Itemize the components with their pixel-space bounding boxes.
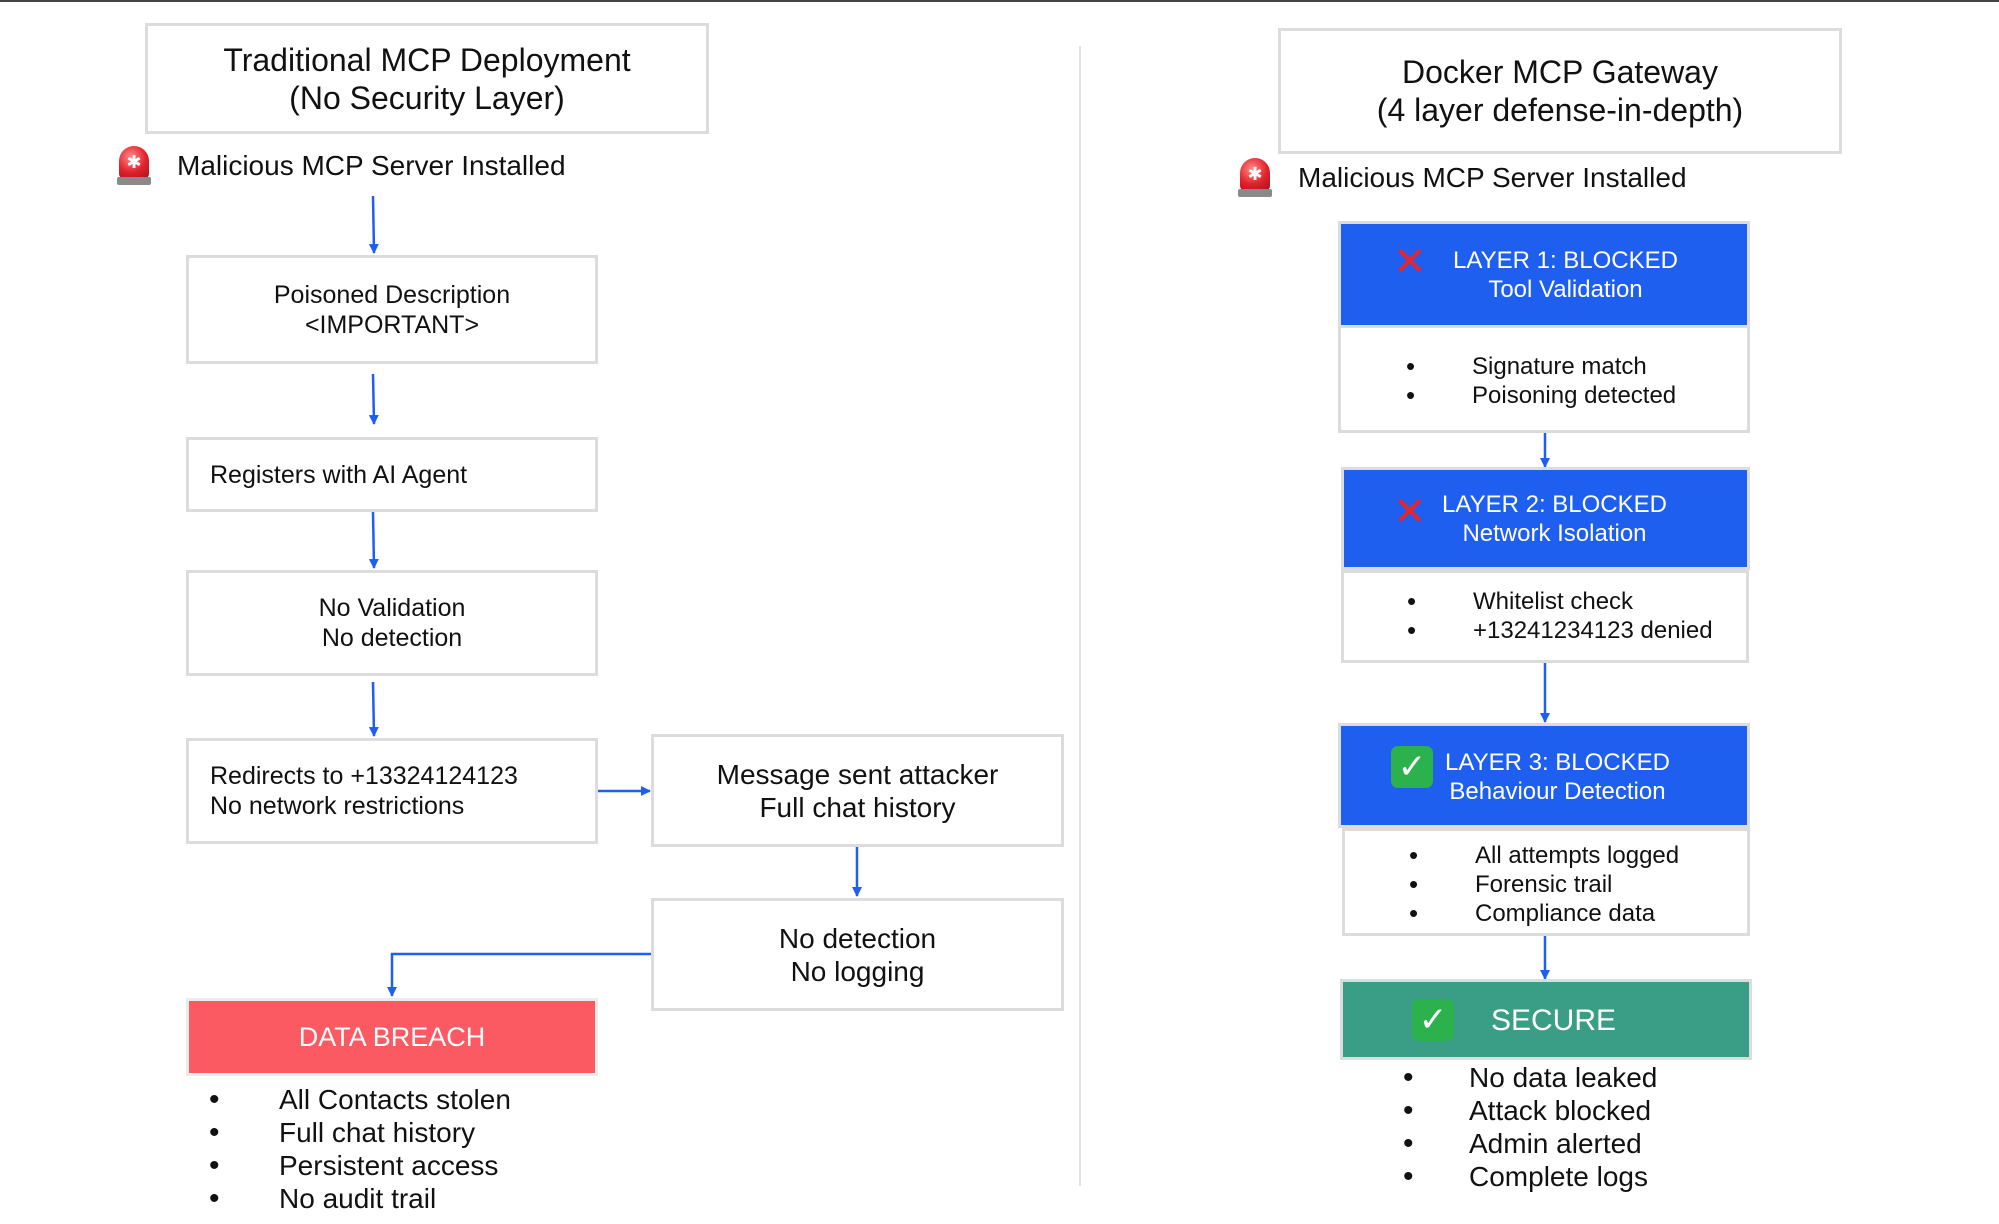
list-item: Admin alerted bbox=[1403, 1127, 1657, 1160]
list-item: Persistent access bbox=[209, 1149, 511, 1182]
arrow-alert-to-step1 bbox=[368, 195, 379, 254]
list-item: Whitelist check bbox=[1407, 587, 1713, 616]
check-icon: ✓ bbox=[1391, 746, 1433, 788]
top-rule bbox=[0, 0, 1999, 2]
right-title-line1: Docker MCP Gateway bbox=[1402, 54, 1718, 90]
list-item: All attempts logged bbox=[1409, 841, 1679, 870]
check-icon: ✓ bbox=[1412, 999, 1454, 1041]
layer3-details: All attempts logged Forensic trail Compl… bbox=[1342, 828, 1750, 936]
list-item: Signature match bbox=[1406, 352, 1676, 381]
layer1-list: Signature match Poisoning detected bbox=[1406, 352, 1676, 410]
layer2-header: ✕ LAYER 2: BLOCKED Network Isolation bbox=[1341, 467, 1750, 570]
data-breach-box: DATA BREACH bbox=[186, 998, 598, 1076]
layer3-title: LAYER 3: BLOCKED bbox=[1445, 749, 1670, 776]
step4-line2: No network restrictions bbox=[210, 792, 465, 820]
arrow-step1-to-step2 bbox=[368, 373, 379, 425]
secure-box: ✓ SECURE bbox=[1340, 979, 1752, 1060]
arrow-step6-to-breach bbox=[387, 952, 651, 997]
step1-line1: Poisoned Description bbox=[273, 280, 511, 309]
siren-icon: ✱ bbox=[1238, 158, 1272, 198]
layer1-sub: Tool Validation bbox=[1488, 276, 1643, 303]
layer1-details: Signature match Poisoning detected bbox=[1338, 325, 1750, 433]
left-step-poisoned-description: Poisoned Description <IMPORTANT> bbox=[186, 255, 598, 364]
arrow-step3-to-step4 bbox=[368, 681, 379, 737]
step2-text: Registers with AI Agent bbox=[210, 460, 468, 489]
left-alert-text: Malicious MCP Server Installed bbox=[177, 150, 566, 181]
layer3-list: All attempts logged Forensic trail Compl… bbox=[1409, 841, 1679, 928]
arrow-step2-to-step3 bbox=[368, 511, 379, 569]
list-item: Attack blocked bbox=[1403, 1094, 1657, 1127]
step3-line1: No Validation bbox=[318, 594, 466, 622]
step3-line2: No detection bbox=[321, 624, 463, 652]
layer3-sub: Behaviour Detection bbox=[1449, 778, 1666, 805]
breach-list: All Contacts stolen Full chat history Pe… bbox=[209, 1083, 511, 1215]
right-title-line2: (4 layer defense-in-depth) bbox=[1376, 92, 1744, 128]
step5-line2: Full chat history bbox=[759, 791, 956, 823]
left-title-line2: (No Security Layer) bbox=[289, 79, 565, 116]
list-item: +13241234123 denied bbox=[1407, 616, 1713, 645]
list-item: No audit trail bbox=[209, 1182, 511, 1215]
left-title-line1: Traditional MCP Deployment bbox=[223, 41, 631, 78]
step4-line1: Redirects to +13324124123 bbox=[210, 762, 518, 790]
list-item: Poisoning detected bbox=[1406, 381, 1676, 410]
column-divider bbox=[1079, 46, 1081, 1186]
list-item: No data leaked bbox=[1403, 1061, 1657, 1094]
left-step-no-detection: No detection No logging bbox=[651, 898, 1064, 1011]
layer1-header: ✕ LAYER 1: BLOCKED Tool Validation bbox=[1338, 221, 1750, 328]
layer1-title: LAYER 1: BLOCKED bbox=[1453, 247, 1678, 274]
cross-icon: ✕ bbox=[1393, 490, 1427, 534]
list-item: Full chat history bbox=[209, 1116, 511, 1149]
right-alert: ✱ Malicious MCP Server Installed bbox=[1238, 158, 1687, 198]
right-alert-text: Malicious MCP Server Installed bbox=[1298, 162, 1687, 193]
left-step-no-validation: No Validation No detection bbox=[186, 570, 598, 676]
step6-line1: No detection bbox=[778, 922, 937, 954]
layer2-details: Whitelist check +13241234123 denied bbox=[1341, 570, 1749, 663]
siren-icon: ✱ bbox=[117, 146, 151, 186]
left-title-box: Traditional MCP Deployment (No Security … bbox=[145, 23, 709, 134]
left-step-redirects: Redirects to +13324124123 No network res… bbox=[186, 738, 598, 844]
list-item: All Contacts stolen bbox=[209, 1083, 511, 1116]
left-step-registers: Registers with AI Agent bbox=[186, 437, 598, 512]
data-breach-label: DATA BREACH bbox=[298, 1021, 486, 1052]
layer2-list: Whitelist check +13241234123 denied bbox=[1407, 587, 1713, 645]
layer2-title: LAYER 2: BLOCKED bbox=[1442, 491, 1667, 518]
step5-line1: Message sent attacker bbox=[716, 758, 999, 790]
left-step-message-sent: Message sent attacker Full chat history bbox=[651, 734, 1064, 847]
list-item: Forensic trail bbox=[1409, 870, 1679, 899]
list-item: Compliance data bbox=[1409, 899, 1679, 928]
left-alert: ✱ Malicious MCP Server Installed bbox=[117, 146, 566, 186]
step1-line2: <IMPORTANT> bbox=[304, 310, 480, 339]
layer3-header: ✓ LAYER 3: BLOCKED Behaviour Detection bbox=[1338, 723, 1750, 828]
right-title-box: Docker MCP Gateway (4 layer defense-in-d… bbox=[1278, 28, 1842, 154]
secure-label: SECURE bbox=[1491, 1004, 1617, 1037]
step6-line2: No logging bbox=[790, 955, 925, 987]
layer2-sub: Network Isolation bbox=[1462, 520, 1647, 547]
secure-list: No data leaked Attack blocked Admin aler… bbox=[1403, 1061, 1657, 1193]
list-item: Complete logs bbox=[1403, 1160, 1657, 1193]
cross-icon: ✕ bbox=[1393, 240, 1427, 284]
